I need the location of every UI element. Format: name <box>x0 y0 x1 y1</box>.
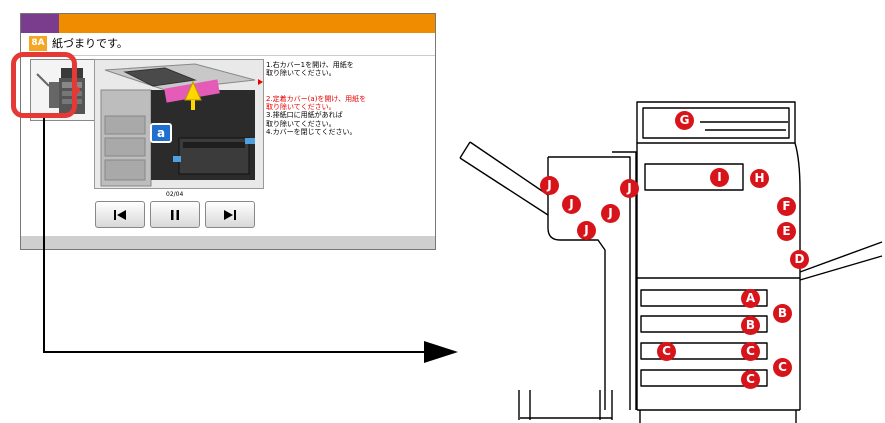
label-badge-g: G <box>675 111 694 130</box>
connector-arrow <box>44 118 430 352</box>
label-badge-b2: B <box>741 316 760 335</box>
arrow-head-icon <box>424 341 458 363</box>
label-badge-a: A <box>741 289 760 308</box>
label-badge-e: E <box>777 222 796 241</box>
label-badge-d: D <box>790 250 809 269</box>
label-badge-j3: J <box>577 221 596 240</box>
label-badge-j1: J <box>540 176 559 195</box>
label-badge-c2: C <box>741 342 760 361</box>
label-badge-j5: J <box>620 179 639 198</box>
label-badge-c1: C <box>657 342 676 361</box>
label-badge-i: I <box>710 168 729 187</box>
label-badge-h: H <box>750 169 769 188</box>
label-badge-b1: B <box>773 304 792 323</box>
label-badge-c3: C <box>773 358 792 377</box>
label-badge-f: F <box>777 197 796 216</box>
label-badge-c4: C <box>741 370 760 389</box>
label-badge-j4: J <box>601 204 620 223</box>
label-badge-j2: J <box>562 195 581 214</box>
